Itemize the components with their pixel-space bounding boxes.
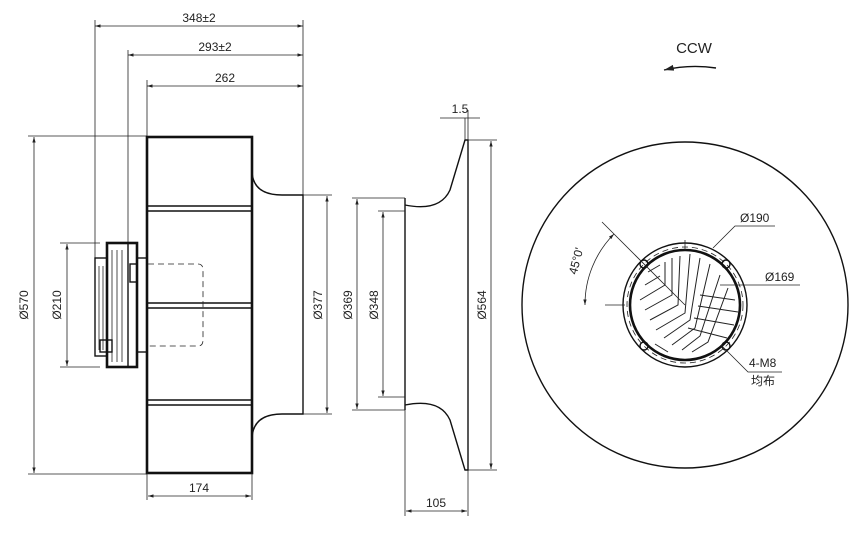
impeller-body xyxy=(145,135,304,475)
dim-plate-dia: Ø564 xyxy=(475,290,489,320)
inlet-nozzle-view: Ø564 Ø369 Ø348 1.5 105 xyxy=(341,102,497,516)
dim-body-length: 262 xyxy=(215,71,235,85)
side-view: 348±2 293±2 262 Ø570 Ø210 xyxy=(17,11,332,500)
motor-diameter-dim: Ø210 xyxy=(50,242,100,368)
rotation-label: CCW xyxy=(676,40,713,57)
rotation-arrow-icon xyxy=(663,64,717,71)
bolt-hole-icon xyxy=(639,341,649,351)
heat-sink-fins xyxy=(639,253,739,353)
bolt-hole-icon xyxy=(639,259,649,269)
dim-outlet-dia: Ø377 xyxy=(311,290,325,320)
inlet-length-dim: 174 xyxy=(146,473,253,500)
dim-motor-flange: Ø190 xyxy=(740,211,770,225)
dim-nozzle-inner: Ø348 xyxy=(367,290,381,320)
outer-diameter-dim: Ø570 xyxy=(17,135,147,475)
outlet-diameter-dim: Ø377 xyxy=(303,194,332,415)
dim-motor-dia: Ø210 xyxy=(50,290,64,320)
dim-flange-thickness: 1.5 xyxy=(452,102,469,116)
dim-outer-dia: Ø570 xyxy=(17,290,31,320)
dim-bolt-circle: Ø169 xyxy=(765,270,795,284)
dim-overall-length: 348±2 xyxy=(182,11,216,25)
front-view: CCW xyxy=(521,40,849,469)
dim-mid-length: 293±2 xyxy=(198,40,232,54)
outer-plate-circle xyxy=(521,141,849,469)
bolts-note: 均布 xyxy=(751,374,775,388)
top-dimensions: 348±2 293±2 262 xyxy=(94,11,304,260)
angle-label: 45°0' xyxy=(566,246,587,276)
bolt-hole-icon xyxy=(721,259,731,269)
dim-bolts: 4-M8 xyxy=(749,356,777,370)
dim-nozzle-outer: Ø369 xyxy=(341,290,355,320)
motor xyxy=(94,241,148,369)
dim-nozzle-depth: 105 xyxy=(426,496,446,510)
dim-inlet-length: 174 xyxy=(189,481,209,495)
